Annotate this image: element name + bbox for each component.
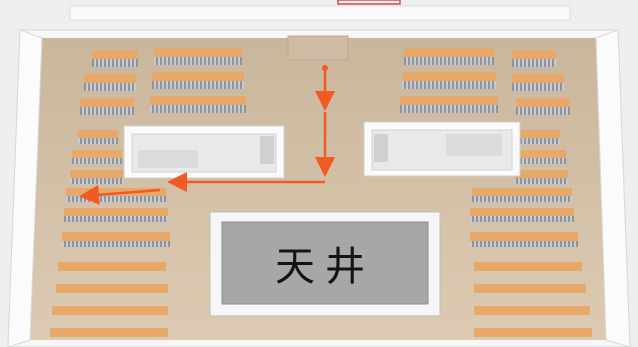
floor — [30, 38, 606, 340]
stairwell-right — [363, 121, 521, 177]
route-start-dot-icon — [322, 65, 328, 71]
right-wall — [595, 29, 631, 347]
route-arrows — [79, 65, 335, 205]
shelf-group-upper-left — [80, 48, 246, 115]
entrance-door — [287, 35, 349, 61]
shelf-group-upper-right — [400, 48, 570, 115]
entrance-marker — [337, 0, 401, 5]
route-arrow-icon — [79, 184, 161, 205]
left-wall — [7, 29, 43, 347]
shelf-group-right-column — [470, 130, 592, 337]
stairwell-left — [123, 125, 285, 179]
atrium — [209, 211, 441, 317]
shelf-group-left-column — [50, 130, 170, 337]
atrium-label: 天井 — [275, 244, 375, 290]
top-wall — [69, 5, 571, 21]
